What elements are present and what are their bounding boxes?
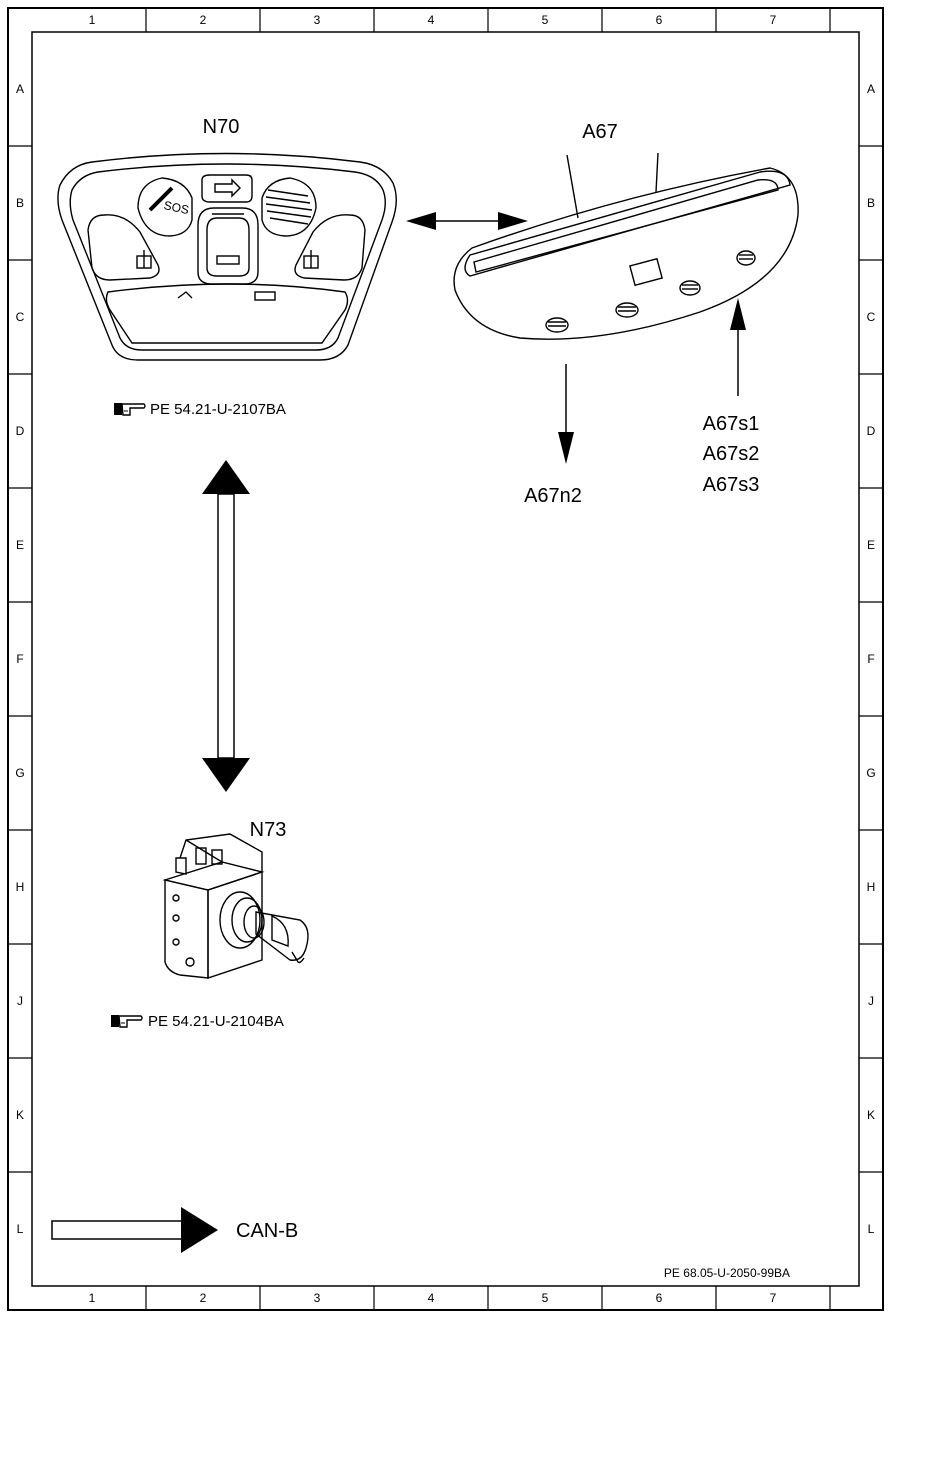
grid-row-label: L: [868, 1222, 875, 1236]
grid-row-label: A: [16, 82, 24, 96]
grid-row-label: H: [867, 880, 876, 894]
grid-column-label: 3: [314, 1291, 321, 1305]
grid-row-label: D: [867, 424, 876, 438]
speaker-grille-2: [615, 302, 639, 318]
grid-row-label: B: [867, 196, 875, 210]
n73-reference: PE 54.21-U-2104BA: [148, 1013, 284, 1030]
a67-label: A67: [582, 121, 618, 143]
n70-reference: PE 54.21-U-2107BA: [150, 401, 286, 418]
grid-column-label: 1: [89, 13, 96, 27]
grid-column-label: 3: [314, 13, 321, 27]
n70-control-panel-drawing: [57, 152, 397, 361]
grid-row-label: L: [17, 1222, 24, 1236]
hand-pointer-icon: [111, 1015, 143, 1028]
grid-column-label: 2: [200, 13, 207, 27]
grid-column-label: 4: [428, 13, 435, 27]
grid-row-label: E: [16, 538, 24, 552]
speaker-grille-3: [679, 280, 701, 296]
grid-column-label: 6: [656, 1291, 663, 1305]
grid-row-label: B: [16, 196, 24, 210]
grid-column-label: 7: [770, 1291, 777, 1305]
grid-row-label: J: [868, 994, 874, 1008]
grid-column-label: 4: [428, 1291, 435, 1305]
inner-frame: [31, 31, 860, 1287]
grid-row-label: F: [16, 652, 23, 666]
grid-row-label: F: [867, 652, 874, 666]
sos-text: SOS: [163, 198, 191, 217]
outer-frame: [7, 7, 884, 1311]
connection-n70-a67: [406, 212, 528, 230]
grid-row-label: K: [867, 1108, 875, 1122]
n73-ignition-switch-drawing: [162, 833, 309, 979]
grid-row-label: E: [867, 538, 875, 552]
a67s2-label: A67s2: [703, 443, 760, 465]
grid-row-label: J: [17, 994, 23, 1008]
speaker-grille-1: [545, 317, 569, 333]
grid-row-label: C: [16, 310, 25, 324]
grid-row-label: G: [15, 766, 24, 780]
a67s1-label: A67s1: [703, 413, 760, 435]
can-b-connection-n70-n73: [202, 460, 250, 792]
a67s3-label: A67s3: [703, 474, 760, 496]
grid-column-label: 1: [89, 1291, 96, 1305]
can-b-legend-label: CAN-B: [236, 1220, 298, 1242]
grid-row-label: K: [16, 1108, 24, 1122]
grid-lines: [8, 8, 883, 1310]
grid-column-label: 2: [200, 1291, 207, 1305]
grid-row-label: C: [867, 310, 876, 324]
grid-column-label: 7: [770, 13, 777, 27]
grid-column-label: 5: [542, 1291, 549, 1305]
n70-label: N70: [203, 116, 240, 138]
grid-column-label: 6: [656, 13, 663, 27]
grid-row-label: D: [16, 424, 25, 438]
a67n2-label: A67n2: [524, 485, 582, 507]
grid-row-label: H: [16, 880, 25, 894]
hand-pointer-icon: [114, 403, 146, 416]
arrow-from-a67-switches: [730, 298, 746, 396]
a67-mirror-drawing: [453, 152, 799, 340]
n73-label: N73: [250, 819, 287, 841]
grid-column-label: 5: [542, 13, 549, 27]
arrow-to-a67n2: [558, 364, 574, 464]
document-reference: PE 68.05-U-2050-99BA: [664, 1266, 790, 1280]
grid-row-label: G: [866, 766, 875, 780]
can-b-legend-arrow: [51, 1207, 218, 1253]
grid-row-label: A: [867, 82, 875, 96]
speaker-grille-4: [736, 250, 756, 266]
